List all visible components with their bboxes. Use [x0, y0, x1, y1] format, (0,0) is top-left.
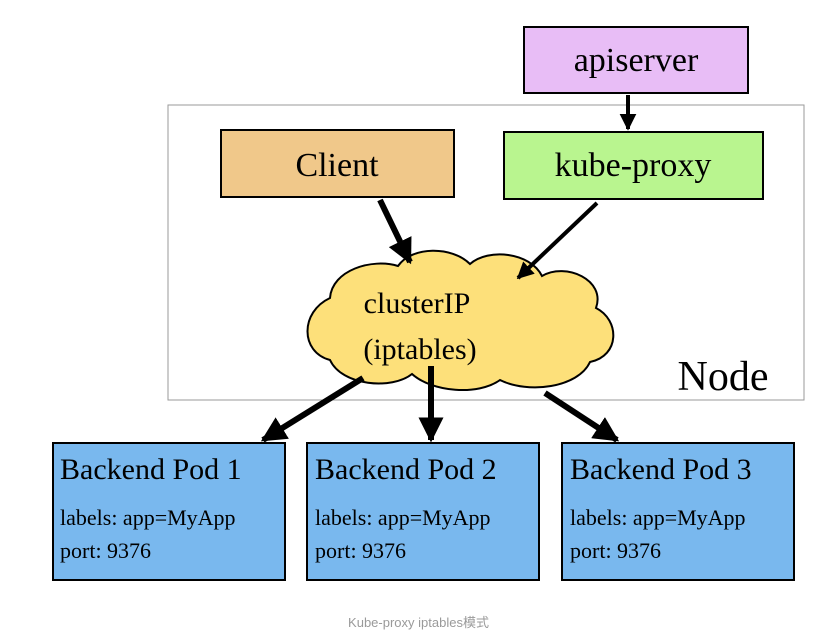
client-box	[220, 129, 455, 198]
apiserver-box	[523, 26, 749, 94]
figure-caption: Kube-proxy iptables模式	[348, 615, 489, 630]
backend-pod-3-port: port: 9376	[570, 538, 661, 563]
backend-pod-2-box	[306, 442, 540, 581]
kube-proxy-box	[503, 131, 764, 200]
cluster-ip-cloud	[306, 249, 615, 391]
arrow-cluster-ip-to-pod-1	[260, 375, 365, 443]
backend-pod-1-title: Backend Pod 1	[60, 453, 242, 486]
arrow-cluster-ip-to-pod-3	[543, 390, 620, 443]
node-label: Node	[678, 354, 769, 400]
backend-pod-2-port: port: 9376	[315, 538, 406, 563]
kube-proxy-label: kube-proxy	[555, 147, 712, 184]
backend-pod-3-box	[561, 442, 795, 581]
backend-pod-1-box	[52, 442, 286, 581]
backend-pod-1-labels: labels: app=MyApp	[60, 505, 236, 530]
arrow-kube-proxy-to-cluster-ip	[516, 201, 599, 280]
backend-pod-1-port: port: 9376	[60, 538, 151, 563]
arrow-client-to-cluster-ip	[377, 198, 413, 265]
iptables-label: (iptables)	[363, 333, 476, 366]
apiserver-label: apiserver	[574, 42, 699, 79]
client-label: Client	[295, 147, 379, 184]
backend-pod-2-title: Backend Pod 2	[315, 453, 497, 486]
cluster-ip-label: clusterIP	[364, 287, 471, 320]
backend-pod-2-labels: labels: app=MyApp	[315, 505, 491, 530]
backend-pod-3-title: Backend Pod 3	[570, 453, 752, 486]
backend-pod-3-labels: labels: app=MyApp	[570, 505, 746, 530]
